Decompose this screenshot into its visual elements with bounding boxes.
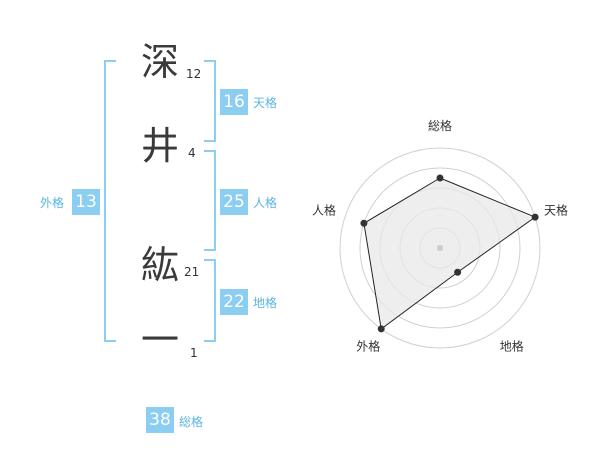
stroke-count-3: 21 [184,265,200,279]
radar-axis-label-4: 外格 [356,339,380,354]
radar-point-2 [531,213,539,221]
gaikaku-value: 13 [72,189,100,215]
chikaku-label: 地格 [253,296,278,310]
radar-point-3 [454,268,462,276]
radar-point-4 [377,325,385,333]
name-char-1: 深 [140,40,179,84]
name-char-3: 紘 [140,243,179,287]
tenkaku-label: 天格 [253,96,278,110]
radar-area [363,177,537,330]
radar-point-5 [360,219,368,227]
radar-axis-label-5: 人格 [312,202,336,217]
soukaku-label: 総格 [179,415,204,429]
radar-axis-label-1: 総格 [428,118,452,133]
soukaku-value: 38 [146,407,174,433]
jinkaku-value: 25 [220,189,248,215]
stroke-count-4: 1 [190,346,198,360]
radar-center-dot [437,245,443,251]
radar-axis-label-2: 天格 [544,202,568,217]
tenkaku-bracket [204,60,216,142]
stroke-count-1: 12 [186,67,202,81]
gaikaku-label: 外格 [40,196,65,210]
jinkaku-label: 人格 [253,196,278,210]
name-char-2: 井 [140,124,179,168]
radar-point-1 [436,174,444,182]
tenkaku-value: 16 [220,89,248,115]
jinkaku-bracket [204,150,216,251]
stroke-count-2: 4 [188,146,196,160]
radar-ring-4 [359,167,521,329]
gaikaku-bracket [104,60,116,342]
chikaku-value: 22 [220,289,248,315]
radar-ring-5 [339,147,541,349]
name-char-4: 一 [140,318,179,362]
radar-axis-label-3: 地格 [500,339,524,354]
chikaku-bracket [204,259,216,342]
